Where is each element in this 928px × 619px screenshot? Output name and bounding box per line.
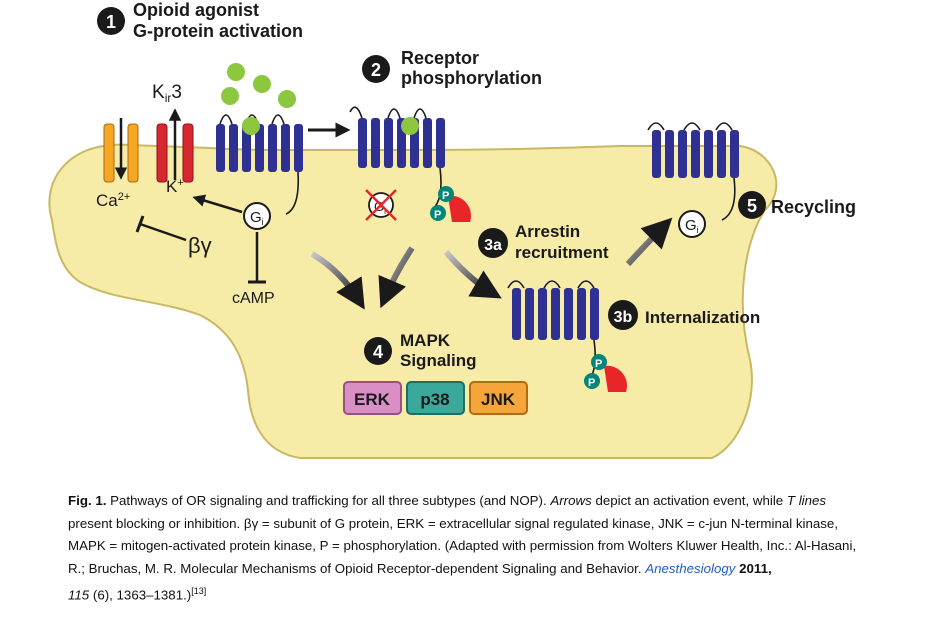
phosphorylation-step2: P P — [430, 186, 471, 222]
caption-text-1: Pathways of OR signaling and trafficking… — [106, 493, 551, 508]
caption-year: 2011, — [735, 560, 772, 576]
kinase-jnk: JNK — [469, 381, 528, 415]
phosphorylation-internalized: P P — [584, 354, 627, 392]
receptor-recycled — [647, 122, 739, 221]
gi-protein-recycled: Gi — [678, 210, 706, 238]
step5-label: 5 Recycling — [738, 191, 856, 219]
svg-text:1: 1 — [106, 12, 116, 32]
svg-text:Gi: Gi — [250, 209, 264, 227]
receptor-step2 — [349, 106, 445, 211]
svg-text:3a: 3a — [484, 237, 502, 254]
calcium-channel — [103, 118, 139, 183]
caption-text-2: depict an activation event, while — [591, 493, 787, 508]
caption-text-3: present blocking or inhibition. βγ = sub… — [68, 515, 857, 576]
kir3-label: Kir3 — [152, 82, 182, 105]
svg-text:3b: 3b — [614, 309, 633, 326]
svg-text:2: 2 — [371, 60, 381, 80]
potassium-label: K+ — [166, 177, 184, 196]
receptor-internalized — [507, 280, 599, 383]
svg-text:phosphorylation: phosphorylation — [401, 68, 542, 88]
svg-text:recruitment: recruitment — [515, 243, 609, 262]
svg-text:G-protein activation: G-protein activation — [133, 21, 303, 41]
svg-text:4: 4 — [373, 342, 383, 362]
recycling-arrow — [625, 217, 673, 267]
step4-label: 4 MAPK Signaling — [364, 331, 477, 370]
caption-pages: (6), 1363–1381.) — [89, 587, 192, 603]
step3b-label: 3b Internalization — [608, 300, 760, 330]
caption-arrows-word: Arrows — [550, 493, 592, 508]
svg-text:MAPK: MAPK — [400, 331, 451, 350]
svg-text:P: P — [434, 209, 441, 221]
gi-protein-step1: Gi — [243, 202, 271, 230]
caption-volume: 115 — [68, 587, 90, 603]
svg-text:p38: p38 — [420, 390, 449, 409]
svg-text:Gi: Gi — [685, 217, 699, 235]
camp-label: cAMP — [232, 290, 275, 307]
kinase-p38: p38 — [406, 381, 465, 415]
gi-inhibited-icon: Gi — [365, 189, 397, 221]
step3a-label: 3a Arrestin recruitment — [478, 222, 609, 262]
svg-text:P: P — [442, 190, 449, 202]
kir3-channel — [156, 108, 194, 183]
betagamma-tline — [139, 222, 187, 242]
mapk-arrow-center — [378, 246, 415, 309]
calcium-label: Ca2+ — [96, 191, 130, 210]
svg-text:P: P — [588, 377, 595, 389]
svg-text:JNK: JNK — [481, 390, 516, 409]
svg-text:Opioid agonist: Opioid agonist — [133, 0, 259, 20]
svg-text:Arrestin: Arrestin — [515, 222, 580, 241]
figure-caption: Fig. 1. Pathways of OR signaling and tra… — [68, 490, 868, 607]
betagamma-label: βγ — [188, 233, 212, 258]
svg-text:Recycling: Recycling — [771, 197, 856, 217]
pathway-diagram: Kir3 Ca2+ K+ Gi βγ cAMP — [48, 0, 856, 459]
svg-text:Internalization: Internalization — [645, 308, 760, 327]
svg-text:Receptor: Receptor — [401, 48, 479, 68]
betagamma-tline-bar — [135, 215, 145, 233]
svg-text:5: 5 — [747, 196, 757, 216]
svg-text:ERK: ERK — [354, 390, 391, 409]
figure-label: Fig. 1. — [68, 493, 107, 508]
reference-link[interactable]: [13] — [191, 586, 207, 597]
caption-tlines-word: T lines — [786, 493, 827, 508]
receptor-step1 — [216, 114, 303, 215]
kinase-erk: ERK — [343, 381, 402, 415]
journal-link[interactable]: Anesthesiology — [645, 560, 736, 576]
svg-text:P: P — [595, 358, 602, 370]
arrestin-arrow — [443, 250, 502, 299]
svg-text:Signaling: Signaling — [400, 351, 477, 370]
gi-to-k-arrow — [192, 194, 243, 214]
step2-label: 2 Receptor phosphorylation — [362, 48, 542, 88]
mapk-arrow-left — [310, 251, 365, 310]
step1-label: 1 Opioid agonist G-protein activation — [97, 0, 303, 41]
